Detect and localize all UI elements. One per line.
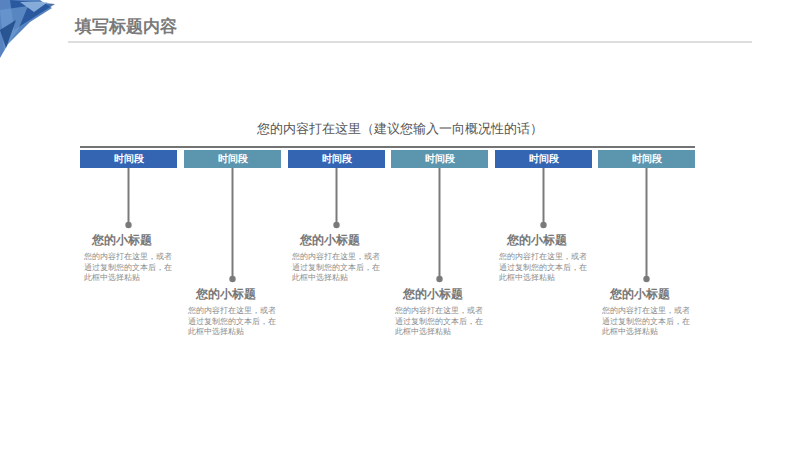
stem-line <box>646 168 648 279</box>
item-heading: 您的小标题 <box>292 226 380 252</box>
timeline-stem <box>333 168 339 228</box>
timeline-rule <box>80 146 695 148</box>
summary-text: 您的内容打在这里（建议您输入一向概况性的话） <box>0 121 800 138</box>
item-body: 您的内容打在这里，或者通过复制您的文本后，在此框中选择粘贴 <box>84 252 172 284</box>
time-bar: 时间段 <box>495 150 592 168</box>
item-body: 您的内容打在这里，或者通过复制您的文本后，在此框中选择粘贴 <box>395 306 483 338</box>
time-label: 时间段 <box>218 152 248 166</box>
milestone-item: 您的小标题您的内容打在这里，或者通过复制您的文本后，在此框中选择粘贴 <box>602 280 690 338</box>
time-bar: 时间段 <box>391 150 488 168</box>
milestone-item: 您的小标题您的内容打在这里，或者通过复制您的文本后，在此框中选择粘贴 <box>188 280 276 338</box>
item-heading: 您的小标题 <box>602 280 690 306</box>
stem-dot <box>125 222 131 228</box>
stem-line <box>336 168 338 225</box>
slide-title: 填写标题内容 <box>75 15 177 38</box>
item-heading: 您的小标题 <box>188 280 276 306</box>
item-heading: 您的小标题 <box>84 226 172 252</box>
title-rule <box>68 42 752 43</box>
stem-line <box>232 168 234 279</box>
stem-dot <box>643 276 649 282</box>
time-label: 时间段 <box>322 152 352 166</box>
item-body: 您的内容打在这里，或者通过复制您的文本后，在此框中选择粘贴 <box>602 306 690 338</box>
time-label: 时间段 <box>529 152 559 166</box>
stem-dot <box>436 276 442 282</box>
time-bar: 时间段 <box>184 150 281 168</box>
timeline-stem <box>643 168 649 282</box>
stem-line <box>439 168 441 279</box>
time-bar: 时间段 <box>288 150 385 168</box>
stem-dot <box>540 222 546 228</box>
item-heading: 您的小标题 <box>499 226 587 252</box>
stem-line <box>543 168 545 225</box>
milestone-item: 您的小标题您的内容打在这里，或者通过复制您的文本后，在此框中选择粘贴 <box>84 226 172 284</box>
time-label: 时间段 <box>632 152 662 166</box>
time-bar: 时间段 <box>80 150 177 168</box>
item-body: 您的内容打在这里，或者通过复制您的文本后，在此框中选择粘贴 <box>499 252 587 284</box>
time-label: 时间段 <box>425 152 455 166</box>
timeline-stem <box>229 168 235 282</box>
item-body: 您的内容打在这里，或者通过复制您的文本后，在此框中选择粘贴 <box>188 306 276 338</box>
stem-dot <box>229 276 235 282</box>
time-bar: 时间段 <box>598 150 695 168</box>
milestone-item: 您的小标题您的内容打在这里，或者通过复制您的文本后，在此框中选择粘贴 <box>292 226 380 284</box>
time-label: 时间段 <box>114 152 144 166</box>
stem-dot <box>333 222 339 228</box>
timeline-stem <box>540 168 546 228</box>
milestone-item: 您的小标题您的内容打在这里，或者通过复制您的文本后，在此框中选择粘贴 <box>499 226 587 284</box>
item-heading: 您的小标题 <box>395 280 483 306</box>
milestone-item: 您的小标题您的内容打在这里，或者通过复制您的文本后，在此框中选择粘贴 <box>395 280 483 338</box>
stem-line <box>128 168 130 225</box>
timeline-stem <box>125 168 131 228</box>
item-body: 您的内容打在这里，或者通过复制您的文本后，在此框中选择粘贴 <box>292 252 380 284</box>
timeline-stem <box>436 168 442 282</box>
feather-illustration <box>0 0 55 58</box>
